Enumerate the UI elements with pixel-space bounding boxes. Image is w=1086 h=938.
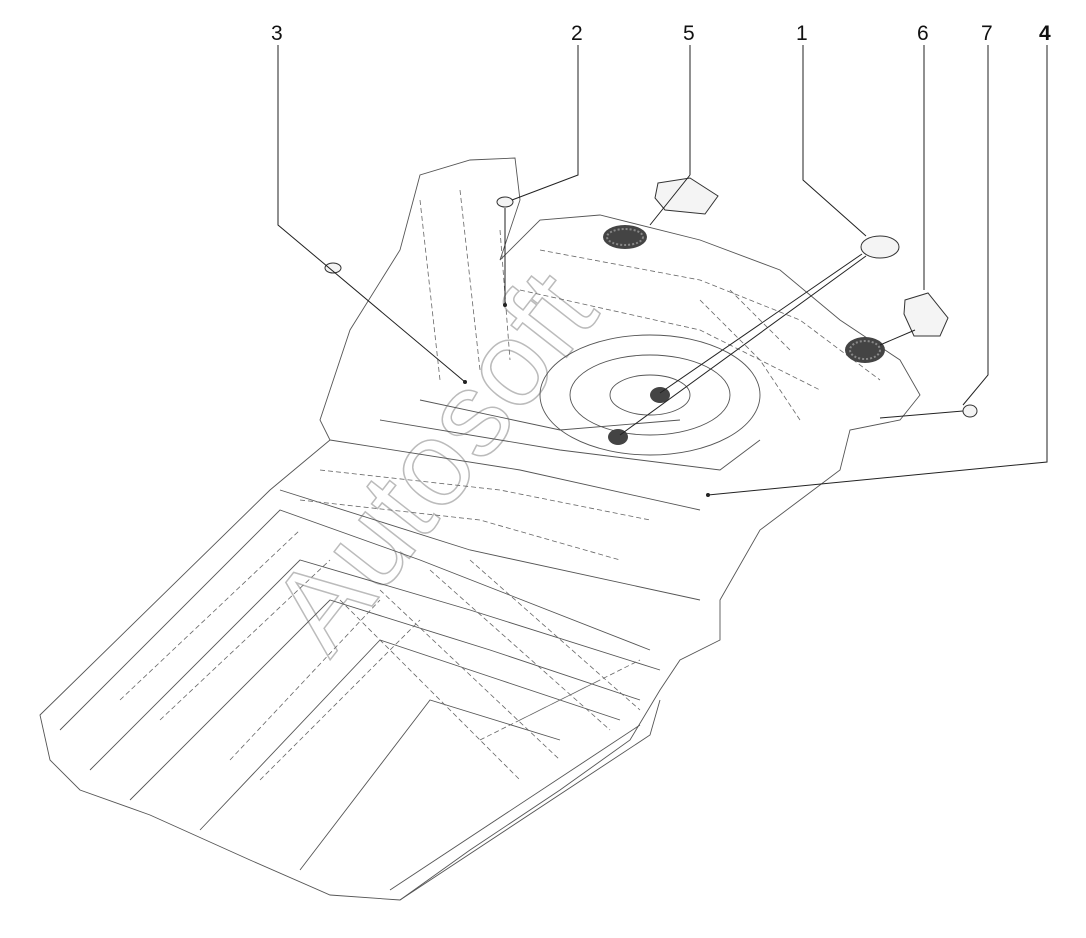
callout-5: 5 [683, 22, 695, 45]
callout-6: 6 [917, 22, 929, 45]
callout-2: 2 [571, 22, 583, 45]
bump-stop-right [845, 337, 885, 363]
plug-7 [962, 404, 978, 418]
pad-5 [654, 177, 719, 215]
leader-lines [277, 45, 1048, 497]
plug-1 [860, 235, 900, 259]
watermark: Autosoft [245, 247, 622, 676]
plug-3 [324, 262, 342, 274]
floor-panel-body [39, 157, 921, 901]
pad-6 [903, 292, 949, 337]
callout-1: 1 [796, 22, 808, 45]
bump-stop-left [603, 225, 647, 249]
plug-installed-center [608, 387, 670, 445]
callout-7: 7 [981, 22, 993, 45]
callout-4: 4 [1039, 22, 1051, 45]
callout-3: 3 [271, 22, 283, 45]
plug-2 [496, 196, 514, 208]
